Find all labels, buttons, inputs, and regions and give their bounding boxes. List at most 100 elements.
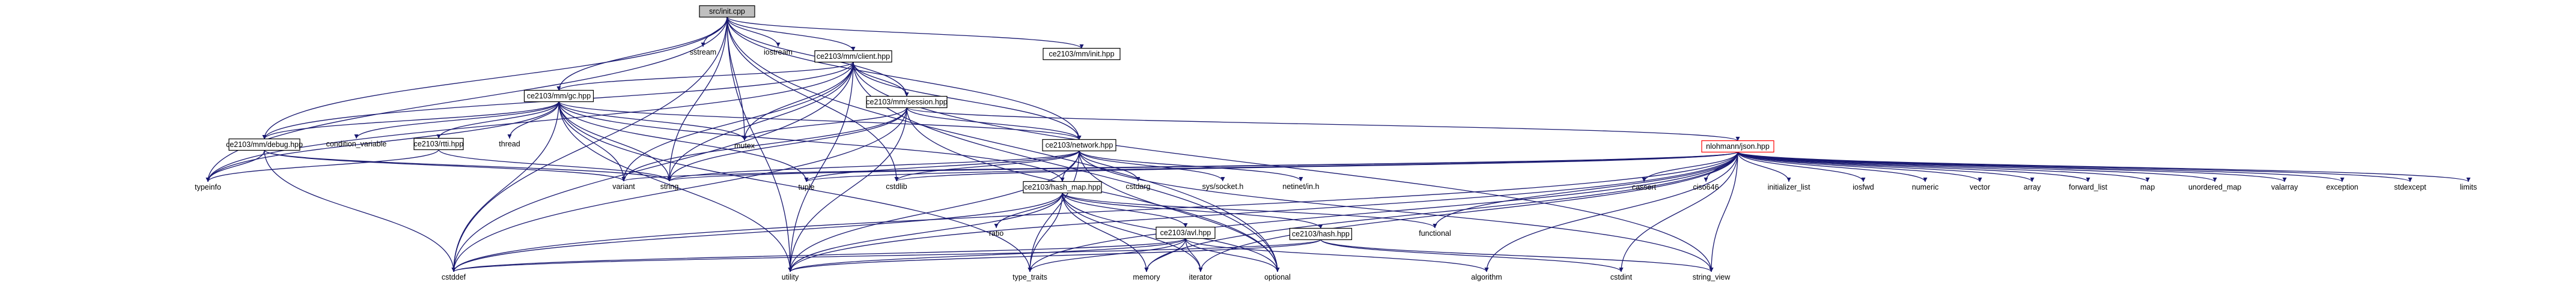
edge-network-to-optional	[1079, 150, 1278, 272]
edge-hash-to-string_view	[1320, 239, 1712, 272]
node-box-avl[interactable]	[1156, 226, 1216, 239]
edge-src_init-to-optional	[726, 16, 1278, 272]
edge-arrowhead	[1220, 177, 1225, 181]
node-box-debug[interactable]	[228, 138, 300, 151]
edge-arrowhead	[507, 134, 512, 139]
node-box-client[interactable]	[814, 50, 892, 63]
node-ciso646: ciso646	[1693, 183, 1719, 191]
node-cassert: cassert	[1632, 183, 1657, 191]
node-label-utility: utility	[782, 273, 799, 281]
edge-json-to-type_traits	[1029, 151, 1738, 272]
edge-client-to-mutex	[744, 61, 854, 141]
node-box-gc[interactable]	[523, 89, 594, 103]
edge-arrowhead	[994, 224, 999, 228]
edge-src_init-to-debug	[264, 16, 728, 140]
node-box-hash[interactable]	[1289, 227, 1353, 241]
edge-arrowhead	[262, 135, 267, 139]
node-avl[interactable]: ce2103/avl.hpp	[1156, 226, 1216, 239]
edge-gc-to-utility	[558, 101, 791, 272]
node-label-map: map	[2140, 183, 2155, 191]
edge-arrowhead	[1735, 137, 1740, 141]
node-hash[interactable]: ce2103/hash.hpp	[1289, 227, 1353, 241]
nodes-layer: src/init.cpp sstream iostream ce2103/mm/cli…	[195, 5, 2477, 281]
node-hash_map[interactable]: ce2103/hash_map.hpp	[1023, 181, 1102, 194]
node-label-cstddef: cstddef	[442, 273, 466, 281]
edge-json-to-tuple	[806, 151, 1738, 182]
edge-arrowhead	[2282, 178, 2287, 182]
node-box-init_hpp[interactable]	[1043, 47, 1121, 61]
edge-gc-to-network	[558, 101, 1080, 140]
node-string: string	[660, 182, 679, 191]
node-label-array: array	[2024, 183, 2041, 191]
node-json[interactable]: nlohmann/json.hpp	[1701, 140, 1774, 153]
edge-session-to-string	[669, 107, 907, 182]
node-rtti[interactable]: ce2103/rtti.hpp	[413, 137, 464, 151]
edge-arrowhead	[1318, 224, 1323, 229]
node-limits: limits	[2460, 183, 2477, 191]
edge-json-to-cstddef	[453, 151, 1738, 272]
edge-gc-to-string	[558, 101, 670, 182]
edge-network-to-netinet	[1079, 150, 1302, 182]
edge-hash_map-to-ratio	[996, 192, 1063, 229]
edge-json-to-map	[1737, 151, 2148, 182]
node-gc[interactable]: ce2103/mm/gc.hpp	[523, 89, 594, 103]
node-numeric: numeric	[1912, 183, 1938, 191]
node-cond_var: condition_variable	[326, 140, 387, 148]
node-label-algorithm: algorithm	[1471, 273, 1502, 281]
node-label-init_list: initializer_list	[1768, 183, 1810, 191]
edge-session-to-json	[906, 107, 1738, 142]
edge-arrowhead	[2145, 178, 2150, 182]
node-label-stdexcept: stdexcept	[2394, 183, 2426, 191]
edge-client-to-utility	[790, 61, 854, 272]
node-string_view: string_view	[1693, 273, 1731, 281]
node-network[interactable]: ce2103/network.hpp	[1042, 139, 1116, 152]
edge-hash-to-cstddef	[453, 239, 1321, 272]
node-box-rtti[interactable]	[413, 137, 464, 151]
node-label-rtti: ce2103/rtti.hpp	[414, 140, 464, 148]
node-label-debug: ce2103/mm/debug.hpp	[226, 140, 303, 149]
node-box-session[interactable]	[866, 95, 948, 109]
node-label-iosfwd: iosfwd	[1853, 183, 1874, 191]
edge-arrowhead	[1144, 268, 1149, 272]
edge-arrowhead	[1861, 178, 1866, 182]
edge-avl-to-memory	[1146, 238, 1186, 272]
edge-json-to-algorithm	[1486, 151, 1738, 272]
node-algorithm: algorithm	[1471, 273, 1502, 281]
node-src_init[interactable]: src/init.cpp	[699, 5, 755, 18]
node-label-sstream: sstream	[690, 48, 716, 56]
edge-json-to-forward_list	[1737, 151, 2089, 182]
node-session[interactable]: ce2103/mm/session.hpp	[866, 95, 948, 109]
edge-avl-to-algorithm	[1185, 238, 1487, 272]
node-label-mutex: mutex	[734, 142, 755, 150]
node-box-hash_map[interactable]	[1023, 181, 1102, 194]
node-exception: exception	[2326, 183, 2358, 191]
edge-gc-to-cond_var	[356, 101, 559, 139]
edge-arrowhead	[1299, 177, 1303, 181]
node-debug[interactable]: ce2103/mm/debug.hpp	[226, 138, 303, 151]
node-box-json[interactable]	[1701, 140, 1774, 153]
node-label-iostream: iostream	[764, 48, 793, 56]
edge-avl-to-type_traits	[1029, 238, 1186, 272]
edge-gc-to-mutex	[558, 101, 745, 141]
node-label-session: ce2103/mm/session.hpp	[866, 98, 948, 106]
node-label-limits: limits	[2460, 183, 2477, 191]
node-typeinfo: typeinfo	[195, 183, 221, 191]
edge-src_init-to-client	[726, 16, 854, 52]
edge-arrowhead	[804, 178, 809, 182]
node-label-thread: thread	[499, 140, 520, 148]
node-ratio: ratio	[989, 229, 1003, 238]
node-init_hpp[interactable]: ce2103/mm/init.hpp	[1043, 47, 1121, 61]
node-box-src_init[interactable]	[699, 5, 755, 18]
node-label-exception: exception	[2326, 183, 2358, 191]
node-label-cstdint: cstdint	[1610, 273, 1633, 281]
node-label-memory: memory	[1133, 273, 1160, 281]
node-box-network[interactable]	[1042, 139, 1116, 152]
edge-debug-to-variant	[264, 149, 624, 182]
edge-session-to-mutex	[744, 107, 907, 141]
edge-arrowhead	[1060, 178, 1065, 182]
node-client[interactable]: ce2103/mm/client.hpp	[814, 50, 892, 63]
edge-gc-to-rtti	[438, 101, 559, 139]
node-cstdlib: cstdlib	[886, 182, 907, 191]
edge-rtti-to-typeinfo	[207, 149, 439, 182]
edge-arrowhead	[2086, 178, 2090, 182]
